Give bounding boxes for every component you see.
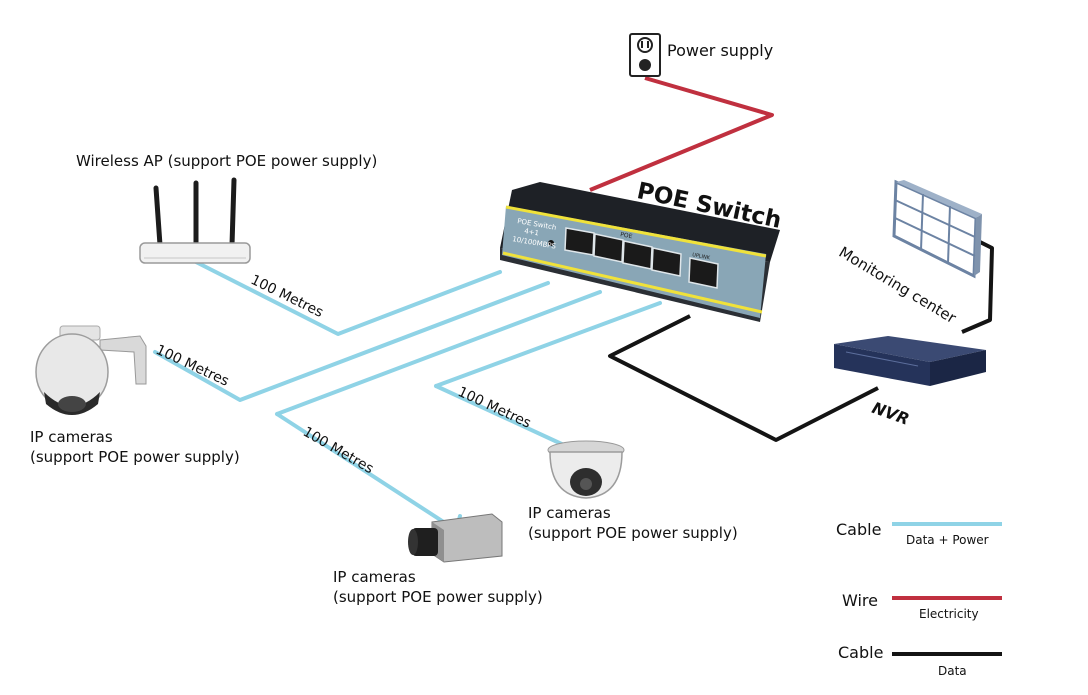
wireless-router-icon — [139, 177, 251, 264]
legend-swatch-data — [892, 652, 1002, 656]
cable-nvr-to-monitor — [961, 238, 994, 334]
data-cables — [608, 238, 994, 442]
ip-cameras-mid-label: IP cameras (support POE power supply) — [528, 503, 738, 543]
ip-cameras-mid-line2: (support POE power supply) — [528, 524, 738, 542]
legend-swatch-data-power — [892, 522, 1002, 526]
switch-uplink-label: UPLINK — [692, 252, 711, 261]
wireless-ap-label: Wireless AP (support POE power supply) — [76, 152, 378, 170]
wire-electricity — [589, 76, 774, 192]
switch-model-line2: 4+1 — [524, 227, 540, 237]
legend-key-cable-1: Cable — [836, 520, 882, 539]
ptz-camera-icon — [35, 325, 147, 415]
legend-key-wire: Wire — [842, 591, 878, 610]
power-supply-label: Power supply — [667, 41, 774, 60]
box-camera-icon — [408, 513, 503, 563]
legend-swatch-electricity — [892, 596, 1002, 600]
monitor-wall-icon — [892, 179, 982, 279]
cable-ptz-camera — [153, 281, 550, 402]
legend-desc-electricity: Electricity — [919, 607, 979, 621]
cable-switch-to-nvr — [608, 314, 879, 442]
poe-switch-icon — [500, 182, 780, 322]
legend-desc-data: Data — [938, 664, 967, 678]
cable-ap — [194, 260, 502, 336]
legend-key-cable-2: Cable — [838, 643, 884, 662]
ip-cameras-left-label: IP cameras (support POE power supply) — [30, 427, 240, 467]
ip-cameras-bottom-line1: IP cameras — [333, 568, 416, 586]
power-outlet-icon — [629, 33, 661, 77]
ip-cameras-bottom-label: IP cameras (support POE power supply) — [333, 567, 543, 607]
ip-cameras-bottom-line2: (support POE power supply) — [333, 588, 543, 606]
dome-camera-icon — [547, 440, 625, 499]
ip-cameras-mid-line1: IP cameras — [528, 504, 611, 522]
ip-cameras-left-line2: (support POE power supply) — [30, 448, 240, 466]
ip-cameras-left-line1: IP cameras — [30, 428, 113, 446]
cable-dome-camera — [434, 301, 662, 448]
switch-poe-label: POE — [620, 231, 633, 240]
legend-desc-data-power: Data + Power — [906, 533, 989, 547]
nvr-recorder-icon — [834, 336, 986, 386]
